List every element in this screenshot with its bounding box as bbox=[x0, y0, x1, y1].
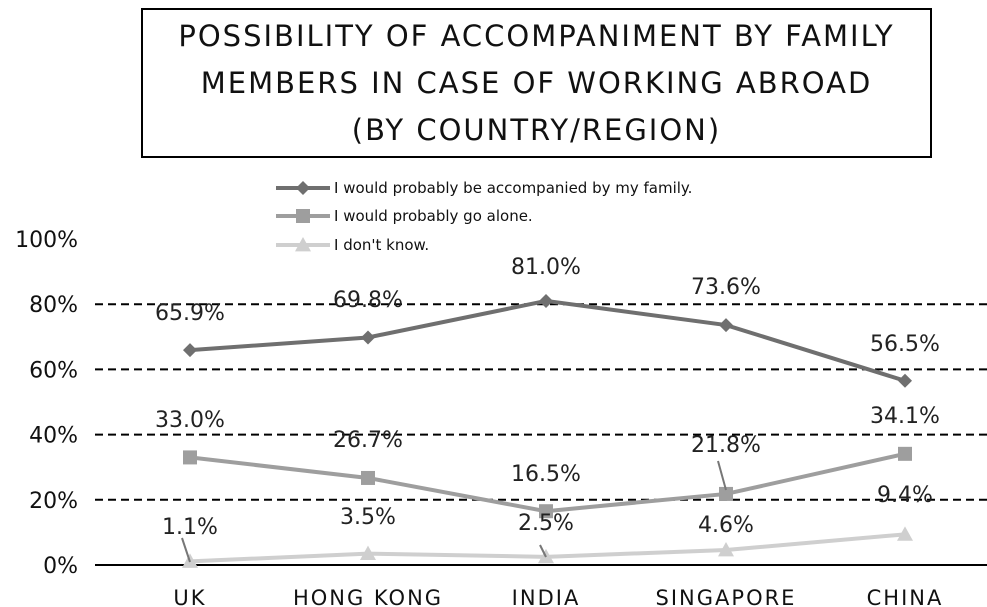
legend: I would probably be accompanied by my fa… bbox=[276, 179, 692, 254]
leader-line bbox=[717, 460, 727, 491]
data-label: 3.5% bbox=[340, 505, 396, 530]
data-label: 56.5% bbox=[870, 332, 940, 357]
data-label: 33.0% bbox=[155, 408, 225, 433]
legend-marker bbox=[295, 237, 311, 252]
y-tick-label: 60% bbox=[29, 358, 78, 383]
chart-title-line-3: (BY COUNTRY/REGION) bbox=[351, 112, 722, 147]
legend-label: I don't know. bbox=[334, 236, 429, 254]
data-label: 9.4% bbox=[877, 483, 933, 508]
chart-title-line-2: MEMBERS IN CASE OF WORKING ABROAD bbox=[200, 65, 873, 100]
series-3-point bbox=[718, 542, 734, 557]
axis-layer: 0% 20% 40% 60% 80% 100% UK HONG KONG INDIA SINGAP… bbox=[15, 228, 987, 607]
series-3-point bbox=[897, 526, 913, 541]
series-2-point bbox=[539, 504, 553, 519]
leader-line bbox=[539, 544, 547, 558]
data-label: 81.0% bbox=[511, 255, 581, 280]
leader-line bbox=[181, 537, 191, 563]
y-tick-label: 80% bbox=[29, 293, 78, 318]
series-2-point bbox=[361, 470, 375, 485]
series-1-point bbox=[898, 373, 912, 388]
data-label: 73.6% bbox=[691, 275, 761, 300]
series-1-point bbox=[539, 293, 553, 308]
data-label: 1.1% bbox=[162, 515, 218, 540]
series-1-point bbox=[183, 343, 197, 358]
y-tick-label: 100% bbox=[15, 228, 78, 253]
series-1-point bbox=[361, 330, 375, 345]
data-label: 4.6% bbox=[698, 513, 754, 538]
series-3-point bbox=[360, 545, 376, 560]
data-label: 2.5% bbox=[518, 511, 574, 536]
legend-marker bbox=[296, 209, 310, 223]
series-2-point bbox=[898, 446, 912, 461]
x-tick-label: SINGAPORE bbox=[656, 586, 797, 607]
data-label: 16.5% bbox=[511, 462, 581, 487]
x-tick-label: UK bbox=[173, 586, 206, 607]
y-tick-label: 40% bbox=[29, 424, 78, 449]
series-2-point bbox=[183, 450, 197, 465]
y-tick-label: 20% bbox=[29, 489, 78, 514]
x-tick-label: INDIA bbox=[512, 586, 581, 607]
chart-title: POSSIBILITY OF ACCOMPANIMENT BY FAMILY M… bbox=[141, 8, 932, 158]
data-label: 69.8% bbox=[333, 288, 403, 313]
legend-marker bbox=[296, 181, 310, 195]
data-label: 65.9% bbox=[155, 301, 225, 326]
x-tick-label: HONG KONG bbox=[293, 586, 443, 607]
y-tick-label: 0% bbox=[43, 554, 78, 579]
data-label: 21.8% bbox=[691, 433, 761, 458]
series-1-point bbox=[719, 318, 733, 333]
legend-label: I would probably be accompanied by my fa… bbox=[334, 179, 692, 197]
series-2-point bbox=[719, 486, 733, 501]
legend-label: I would probably go alone. bbox=[334, 207, 533, 225]
data-label: 34.1% bbox=[870, 404, 940, 429]
grid-layer bbox=[95, 303, 987, 501]
chart-title-line-1: POSSIBILITY OF ACCOMPANIMENT BY FAMILY bbox=[178, 18, 895, 53]
data-label-layer: 65.9% 69.8% 81.0% 73.6% 56.5% 33.0% 26.7% 16.5%… bbox=[155, 255, 940, 563]
x-tick-label: CHINA bbox=[867, 586, 944, 607]
data-label: 26.7% bbox=[333, 428, 403, 453]
